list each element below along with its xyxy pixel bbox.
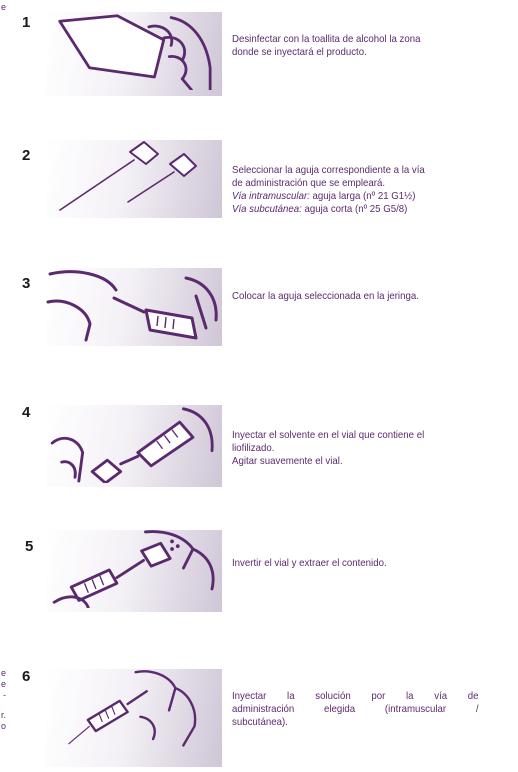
step-5-number: 5 [25, 538, 34, 555]
step-5-description: Invertir el vial y extraer el contenido. [232, 557, 387, 569]
step-6-description: Inyectar la solución por la vía de admin… [232, 690, 479, 728]
step-4-illustration [46, 405, 222, 487]
step-5-illustration [46, 530, 222, 612]
step-6-illustration [46, 669, 222, 767]
step-2-illustration [46, 140, 222, 218]
inject-solution-illustration [68, 670, 197, 747]
attach-needle-illustration [46, 270, 218, 342]
step-3-description: Colocar la aguja seleccionada en la jeri… [232, 290, 419, 302]
step-2-number: 2 [22, 147, 31, 164]
withdraw-contents-illustration [52, 530, 215, 608]
step-3-number: 3 [22, 275, 31, 292]
step-4-description: Inyectar el solvente en el vial que cont… [232, 429, 425, 467]
step-1-illustration [46, 12, 222, 96]
needles-illustration [59, 141, 197, 211]
cropped-text-top: e [0, 2, 6, 12]
wipe-hand-illustration [58, 14, 212, 90]
step-3-illustration [46, 268, 222, 346]
step-6-number: 6 [22, 668, 31, 685]
step-1-description: Desinfectar con la toallita de alcohol l… [232, 33, 421, 58]
step-1-number: 1 [22, 14, 31, 31]
step-4-number: 4 [22, 404, 31, 421]
step-2-description: Seleccionar la aguja correspondiente a l… [232, 164, 425, 215]
cropped-text-block: e e - r. o [0, 668, 6, 731]
inject-vial-illustration [50, 407, 214, 483]
